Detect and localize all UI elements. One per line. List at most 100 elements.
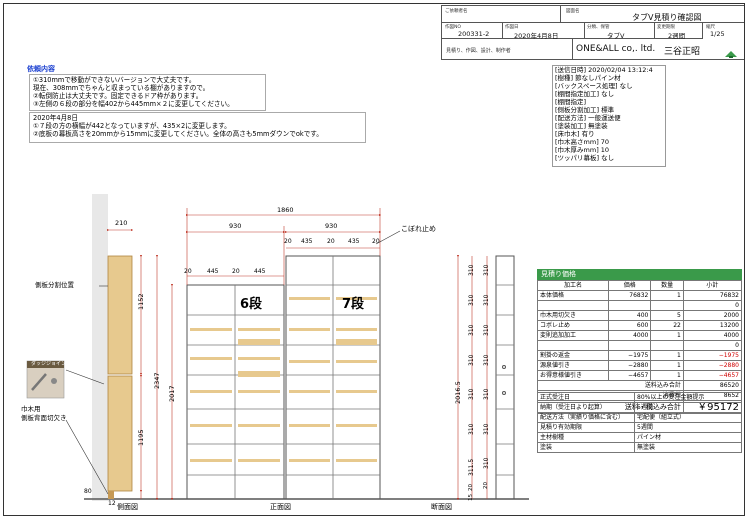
dim-right-part: 20 bbox=[284, 238, 292, 245]
request2-line-2: ②底板の幕板高さを20mmから15mmに変更してください。全体の高さも5mmダウ… bbox=[33, 130, 323, 138]
dim-inner-height: 2017 bbox=[168, 385, 176, 402]
spec-item: [樹種] 節なしパイン材 bbox=[555, 74, 621, 82]
order-no-label: 作図NO bbox=[445, 25, 461, 30]
dim-right-part: 20 bbox=[372, 238, 380, 245]
section-view bbox=[495, 255, 515, 500]
callout-baseboard-notch: 側板背面切欠き bbox=[21, 414, 67, 422]
drawing-name: タブV見積り確認図 bbox=[632, 13, 702, 22]
side-panel-upper bbox=[107, 255, 133, 375]
section-dim: 310 bbox=[483, 423, 490, 435]
title-block: ご依頼者名 図面名 タブV見積り確認図 作図NO 200331-2 作図日 20… bbox=[441, 5, 744, 60]
dim-right-part: 435 bbox=[348, 238, 360, 245]
technical-drawing bbox=[26, 194, 529, 501]
client-label: ご依頼者名 bbox=[445, 9, 468, 14]
order-no: 200331-2 bbox=[458, 30, 490, 38]
request-line-4: ③左側の６段の部分を幅402から445mm×２に変更してください。 bbox=[33, 100, 234, 108]
drawing-name-label: 図面名 bbox=[566, 9, 580, 14]
section-dim: 15 bbox=[468, 494, 474, 501]
callout-leaders bbox=[65, 230, 401, 495]
person-name: 三谷正昭 bbox=[664, 47, 701, 57]
spec-item: [送信日時] 2020/02/04 13:12:4 bbox=[555, 66, 653, 74]
revision-label: 変更期限 bbox=[657, 25, 675, 30]
date: 2020年4月8日 bbox=[514, 32, 559, 40]
company-logo-icon bbox=[724, 44, 738, 58]
callout-joint: ダッジジョイント bbox=[31, 361, 72, 367]
request-line-2: 現在、308mmでちゃんと収まっている棚がありますので。 bbox=[33, 84, 210, 92]
section-dim: 310 bbox=[483, 457, 490, 469]
section-dim: 310 bbox=[483, 294, 490, 306]
section-dim: 311.5 bbox=[468, 458, 475, 476]
spec-item: [棚間指定加工] なし bbox=[555, 90, 615, 98]
spec-list: [送信日時] 2020/02/04 13:12:4 [樹種] 節なしパイン材 [… bbox=[552, 65, 666, 167]
dim-left-part: 445 bbox=[254, 268, 266, 275]
dim-lower: 1195 bbox=[137, 429, 145, 446]
front-right-unit bbox=[285, 255, 381, 500]
spec-item: [床巾木] 有り bbox=[555, 130, 595, 138]
dim-right-part: 20 bbox=[327, 238, 335, 245]
section-dim: 310 bbox=[483, 324, 490, 336]
section-dim: 310 bbox=[468, 264, 475, 276]
section-dim: 20 bbox=[483, 482, 489, 489]
joint-nut-icon bbox=[51, 378, 57, 384]
spec-item: [バックスペース処理] なし bbox=[555, 82, 633, 90]
spec-item: [ツッパリ幕板] なし bbox=[555, 154, 615, 162]
spec-item: [巾木高さmm] 70 bbox=[555, 138, 610, 146]
revision: 2週間 bbox=[668, 32, 686, 40]
view-label-side: 側面図 bbox=[117, 503, 138, 511]
front-left-unit bbox=[186, 284, 285, 500]
section-dim: 310 bbox=[468, 388, 475, 400]
dim-total-height: 2347 bbox=[153, 372, 161, 389]
dim-right-part: 435 bbox=[301, 238, 313, 245]
section-dim: 20 bbox=[468, 484, 474, 491]
label-7-shelves: 7段 bbox=[342, 297, 365, 312]
view-label-section: 断面図 bbox=[431, 503, 452, 511]
label-6-shelves: 6段 bbox=[240, 297, 263, 312]
joint-photo-header bbox=[27, 361, 64, 368]
dimension-lines bbox=[106, 208, 488, 501]
dim-right-unit: 930 bbox=[325, 222, 338, 230]
company-caption: 見積り、作図、設計、制作者 bbox=[446, 48, 511, 54]
callout-baseboard: 巾木用 bbox=[21, 405, 41, 413]
view-label-front: 正面図 bbox=[270, 503, 291, 511]
category-label: 分類、保管 bbox=[587, 25, 610, 30]
joint-screw-icon bbox=[31, 373, 47, 391]
estimate-title: 見積り価格 bbox=[541, 270, 576, 278]
dim-section-height: 2016.5 bbox=[454, 381, 462, 404]
section-dim: 310 bbox=[468, 354, 475, 366]
side-panel-lower bbox=[107, 375, 133, 492]
dim-base: 80 bbox=[84, 488, 92, 495]
request-line-1: ①310mmで移動ができないバージョンで大丈夫です。 bbox=[33, 76, 196, 84]
section-dim: 310 bbox=[468, 294, 475, 306]
spec-item: [巾木厚みmm] 10 bbox=[555, 146, 610, 154]
request2-line-1: ①７段の方の横幅が442となっていますが、435×2に変更します。 bbox=[33, 122, 231, 130]
sheet-label: 縮尺 bbox=[706, 25, 715, 30]
spec-item: [棚間指定] bbox=[555, 98, 587, 106]
section-dim: 310 bbox=[468, 423, 475, 435]
dim-left-part: 20 bbox=[184, 268, 192, 275]
drawing-sheet: ご依頼者名 図面名 タブV見積り確認図 作図NO 200331-2 作図日 20… bbox=[3, 3, 745, 516]
dim-upper: 1152 bbox=[137, 293, 145, 310]
dim-left-part: 20 bbox=[232, 268, 240, 275]
requests-box: ①310mmで移動ができないバージョンで大丈夫です。 現在、308mmでちゃんと… bbox=[29, 74, 266, 111]
dim-left-unit: 930 bbox=[229, 222, 242, 230]
spec-item: [配送方法] 一般運送便 bbox=[555, 114, 621, 122]
requests-heading: 依頼内容 bbox=[27, 65, 55, 73]
date-label: 作図日 bbox=[505, 25, 519, 30]
dim-base-small: 12 bbox=[108, 500, 116, 507]
wall bbox=[92, 194, 108, 501]
estimate-header: 見積り価格 bbox=[537, 269, 742, 280]
sheet-scale: 1/25 bbox=[710, 30, 725, 38]
section-dim: 310 bbox=[468, 324, 475, 336]
spec-item: [側板分割加工] 標準 bbox=[555, 106, 615, 114]
side-baseboard bbox=[108, 491, 114, 499]
section-dim: 310 bbox=[483, 354, 490, 366]
company-name: ONE&ALL co,. ltd. bbox=[576, 44, 656, 54]
category: タブV bbox=[607, 32, 625, 40]
spec-item: [塗装加工] 無塗装 bbox=[555, 122, 608, 130]
request-line-3: ②転倒防止は大丈夫です。固定できるドア枠があります。 bbox=[33, 92, 203, 100]
dim-left-part: 445 bbox=[207, 268, 219, 275]
dim-total-width: 1860 bbox=[277, 206, 294, 214]
requests-box-2: 2020年4月8日 ①７段の方の横幅が442となっていますが、435×2に変更し… bbox=[29, 112, 366, 143]
